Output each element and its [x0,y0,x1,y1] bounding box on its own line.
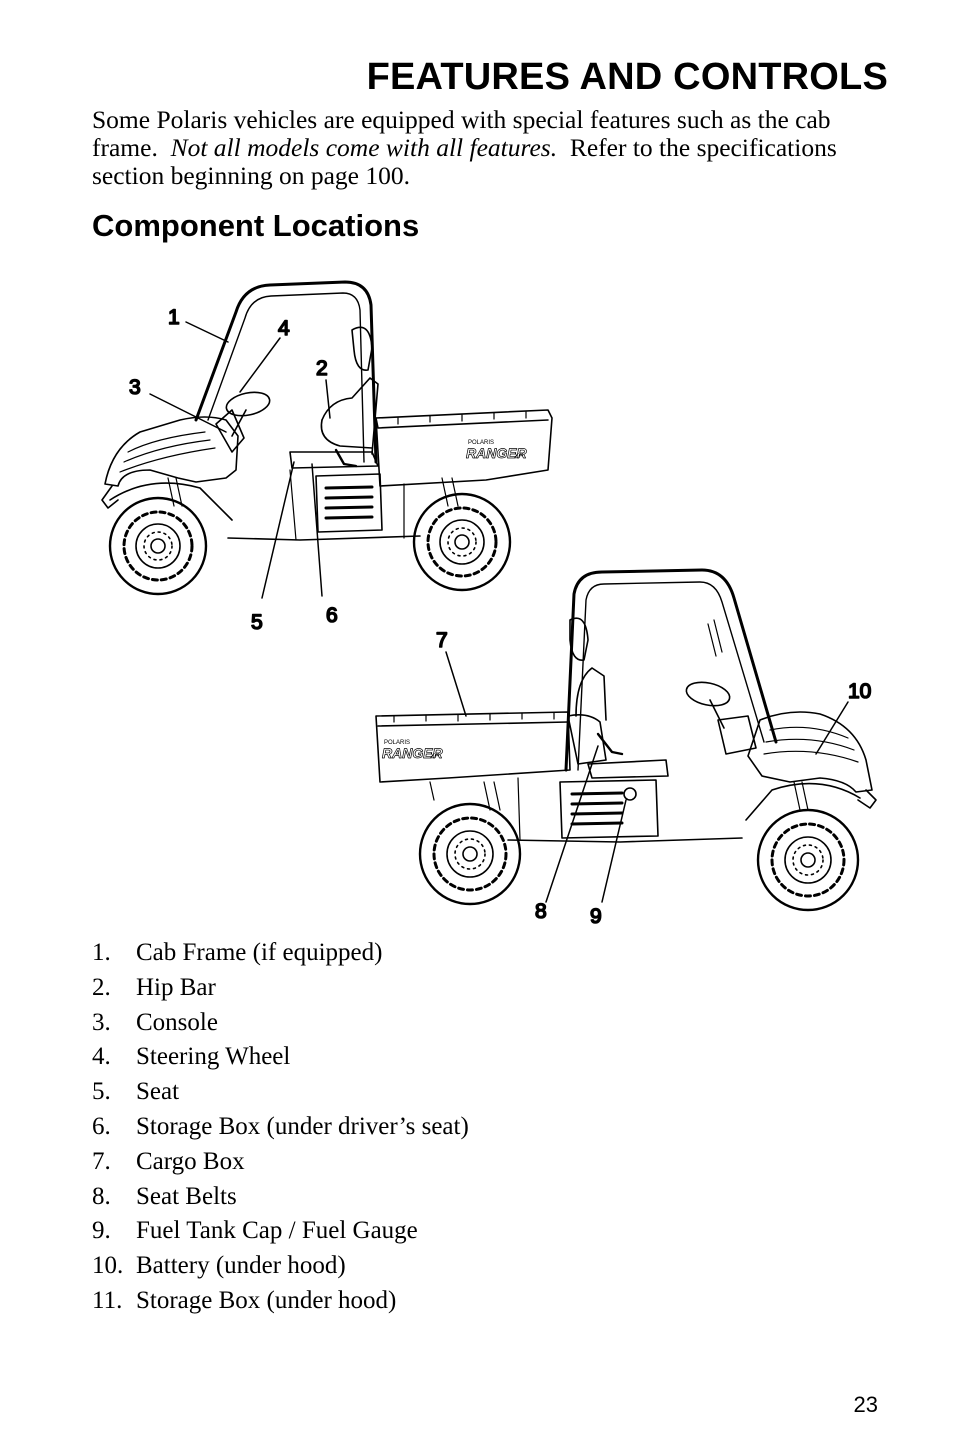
page-title: FEATURES AND CONTROLS [366,56,888,98]
callout-6: 6 [326,604,338,627]
intro-italic-note: Not all models come with all features. [170,133,558,162]
badge-trim-1: XP [513,453,524,460]
intro-text-2: Refer to the specifications section begi… [92,133,837,190]
badge-trim-2: XP [429,753,440,760]
callout-9: 9 [590,905,602,928]
badge-model-1: RANGER [466,445,528,461]
callout-leaders [149,321,849,903]
intro-paragraph: Some Polaris vehicles are equipped with … [92,106,892,190]
list-item: 4.Steering Wheel [92,1043,291,1071]
list-item: 5.Seat [92,1078,180,1106]
callout-7: 7 [436,629,448,652]
list-item: 7.Cargo Box [92,1147,245,1175]
badge-brand-2: POLARIS [384,740,410,746]
vehicle-right-side-view: POLARIS RANGER XP [375,568,877,912]
intro-text-1: Some Polaris vehicles are equipped with … [92,105,831,162]
list-item: 9.Fuel Tank Cap / Fuel Gauge [92,1217,418,1245]
callout-5: 5 [251,611,263,634]
list-item: 2.Hip Bar [92,973,216,1001]
component-list: 1.Cab Frame (if equipped) 2.Hip Bar 3.Co… [92,936,469,1319]
badge-brand-1: POLARIS [468,440,494,446]
list-item: 6.Storage Box (under driver’s seat) [92,1112,469,1140]
callout-4: 4 [278,317,290,340]
list-item: 11.Storage Box (under hood) [92,1286,397,1314]
component-locations-figure: POLARIS RANGER XP [0,270,954,940]
vehicle-left-side-view: POLARIS RANGER XP [101,280,553,596]
list-item: 8.Seat Belts [92,1182,237,1210]
callout-3: 3 [129,376,141,399]
callout-10: 10 [848,680,871,703]
page-number: 23 [853,1392,878,1417]
list-item: 3.Console [92,1008,218,1036]
badge-model-2: RANGER [382,745,444,761]
callout-8: 8 [535,900,547,923]
callout-numbers: 1 2 3 4 5 6 7 8 9 10 [128,305,872,929]
section-title: Component Locations [92,208,420,243]
callout-1: 1 [168,306,180,329]
list-item: 10.Battery (under hood) [92,1252,346,1280]
callout-2: 2 [316,357,328,380]
list-item: 1.Cab Frame (if equipped) [92,939,383,966]
